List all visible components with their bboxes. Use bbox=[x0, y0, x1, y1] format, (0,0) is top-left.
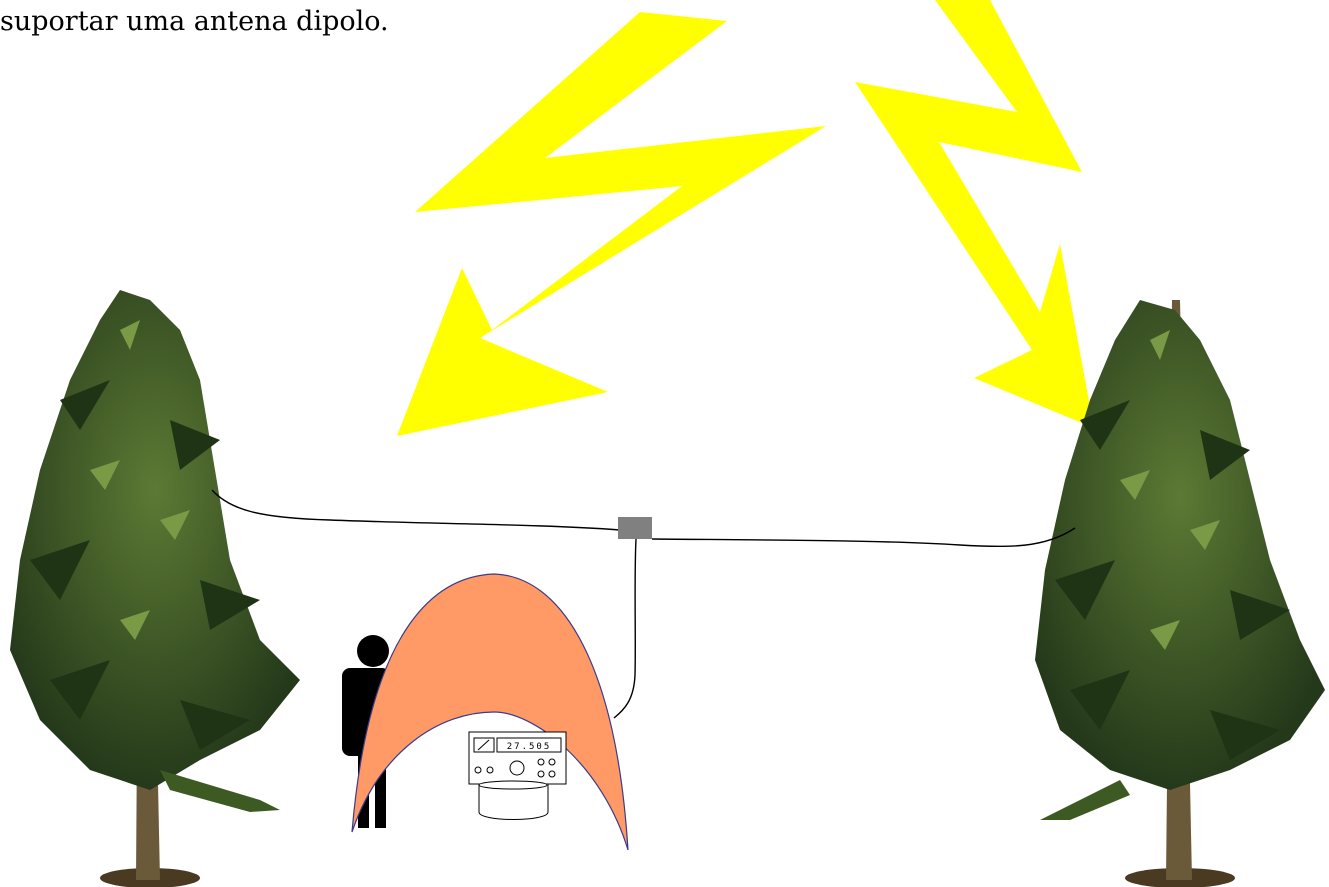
lightning-bolt-left bbox=[397, 12, 826, 436]
antenna-wire-right bbox=[652, 528, 1075, 546]
antenna-feed-box bbox=[618, 517, 652, 539]
left-tree-icon bbox=[10, 290, 300, 887]
lightning-bolt-right bbox=[855, 0, 1094, 428]
antenna-wire-left bbox=[212, 490, 620, 530]
coax-feed-line bbox=[614, 539, 636, 718]
frequency-display: 27.505 bbox=[507, 742, 552, 752]
